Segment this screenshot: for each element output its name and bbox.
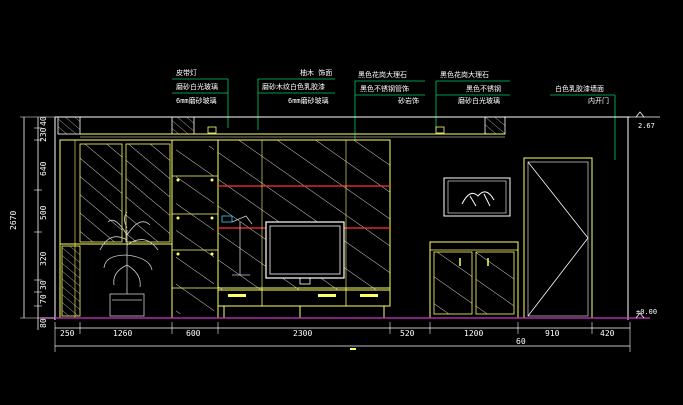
callout-2-line2: 磨砂木纹白色乳胶漆 bbox=[262, 82, 325, 91]
callout-1-line3: 6mm磨砂玻璃 bbox=[176, 96, 217, 105]
interior-door bbox=[523, 157, 593, 319]
callout-1: 皮带灯 磨砂白光玻璃 6mm磨砂玻璃 bbox=[172, 68, 229, 128]
dim-left-8: 80 bbox=[39, 318, 48, 328]
callout-group: 皮带灯 磨砂白光玻璃 6mm磨砂玻璃 柚木 饰面 磨砂木纹白色乳胶漆 6mm磨砂… bbox=[172, 68, 616, 160]
dim-bottom-7: 910 bbox=[545, 329, 560, 338]
tv-wall bbox=[217, 139, 391, 291]
level-ceiling: 2.67 bbox=[638, 122, 655, 130]
left-dimensions: 2670 40 230 640 500 320 30 70 80 bbox=[9, 116, 55, 330]
dim-left-1: 40 bbox=[39, 116, 48, 126]
callout-3: 黑色花岗大理石 黑色不锈钢管饰 砂岩饰 bbox=[354, 70, 425, 140]
sideboard bbox=[429, 241, 519, 319]
callout-2: 柚木 饰面 磨砂木纹白色乳胶漆 6mm磨砂玻璃 bbox=[257, 68, 335, 130]
callout-2-line3: 6mm磨砂玻璃 bbox=[288, 96, 329, 105]
dim-bottom-3: 600 bbox=[186, 329, 201, 338]
tv-console bbox=[217, 287, 391, 318]
callout-4-line3: 磨砂白光玻璃 bbox=[458, 96, 500, 105]
dim-bottom-4: 2300 bbox=[293, 329, 312, 338]
callout-5-line1: 白色乳胶漆墙面 bbox=[555, 84, 604, 93]
wall-picture bbox=[443, 177, 511, 217]
dim-bottom-1: 250 bbox=[60, 329, 75, 338]
callout-5: 白色乳胶漆墙面 内开门 bbox=[550, 84, 616, 160]
callout-4-line1: 黑色花岗大理石 bbox=[440, 70, 489, 79]
ceiling bbox=[55, 116, 630, 138]
bottom-dimensions: 250 1260 600 2300 520 1200 910 420 60 bbox=[54, 322, 631, 352]
right-level-markers: 2.67 ±0.00 bbox=[630, 111, 660, 319]
dim-left-6: 30 bbox=[39, 280, 48, 290]
dim-left-7: 70 bbox=[39, 294, 48, 304]
walls bbox=[40, 117, 650, 320]
dim-bottom-2: 1260 bbox=[113, 329, 132, 338]
callout-3-line2: 黑色不锈钢管饰 bbox=[360, 84, 409, 93]
shelf-column bbox=[171, 139, 219, 319]
dim-bottom-8: 420 bbox=[600, 329, 615, 338]
callout-4: 黑色花岗大理石 黑色不锈钢 磨砂白光玻璃 bbox=[435, 70, 510, 130]
dim-bottom-total: 60 bbox=[516, 337, 526, 346]
dim-left-4: 500 bbox=[39, 205, 48, 220]
level-floor: ±0.00 bbox=[636, 308, 657, 316]
callout-5-line2: 内开门 bbox=[588, 96, 609, 105]
dim-left-2: 230 bbox=[39, 127, 48, 142]
left-cabinet bbox=[59, 139, 173, 319]
callout-2-line1: 柚木 饰面 bbox=[300, 68, 332, 77]
dim-left-3: 640 bbox=[39, 161, 48, 176]
callout-1-line1: 皮带灯 bbox=[176, 68, 197, 77]
dim-left-total: 2670 bbox=[9, 211, 18, 230]
plant-illustration bbox=[99, 211, 159, 317]
dim-bottom-5: 520 bbox=[400, 329, 415, 338]
dim-bottom-6: 1200 bbox=[464, 329, 483, 338]
callout-3-line1: 黑色花岗大理石 bbox=[358, 70, 407, 79]
callout-1-line2: 磨砂白光玻璃 bbox=[176, 82, 218, 91]
callout-4-line2: 黑色不锈钢 bbox=[466, 84, 501, 93]
callout-3-line3: 砂岩饰 bbox=[398, 96, 419, 105]
dim-left-5: 320 bbox=[39, 251, 48, 266]
